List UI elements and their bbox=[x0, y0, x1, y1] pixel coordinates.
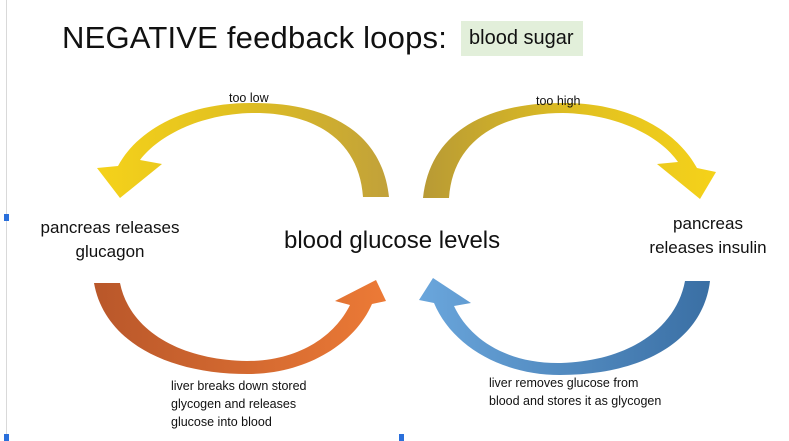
note-line: liver breaks down stored bbox=[171, 379, 307, 393]
selection-handle[interactable] bbox=[4, 434, 9, 441]
left-node-line: pancreas releases bbox=[40, 218, 180, 237]
note-line: glycogen and releases bbox=[171, 397, 297, 411]
too-low-arrow bbox=[97, 102, 389, 198]
center-node-label: blood glucose levels bbox=[284, 227, 501, 254]
too-high-arrow bbox=[423, 102, 716, 199]
bottom-right-note: liver removes glucose from blood and sto… bbox=[489, 374, 661, 410]
slide-title: NEGATIVE feedback loops: bbox=[62, 20, 448, 55]
right-node-line: releases insulin bbox=[649, 238, 767, 257]
selection-handle[interactable] bbox=[399, 434, 404, 441]
too-low-caption: too low bbox=[229, 91, 269, 105]
note-line: liver removes glucose from bbox=[489, 376, 639, 390]
title-row: NEGATIVE feedback loops: blood sugar bbox=[62, 18, 583, 58]
topic-badge: blood sugar bbox=[461, 20, 583, 56]
left-node-line: glucagon bbox=[75, 242, 145, 261]
left-node-label: pancreas releases glucagon bbox=[30, 216, 190, 264]
right-node-label: pancreas releases insulin bbox=[628, 212, 788, 260]
too-high-caption: too high bbox=[536, 94, 581, 108]
right-node-line: pancreas bbox=[673, 214, 743, 233]
glucagon-arrow bbox=[94, 280, 386, 374]
bottom-left-note: liver breaks down stored glycogen and re… bbox=[171, 377, 306, 431]
insulin-arrow bbox=[419, 278, 710, 375]
note-line: blood and stores it as glycogen bbox=[489, 394, 662, 408]
selection-handle[interactable] bbox=[4, 214, 9, 221]
note-line: glucose into blood bbox=[171, 415, 272, 429]
